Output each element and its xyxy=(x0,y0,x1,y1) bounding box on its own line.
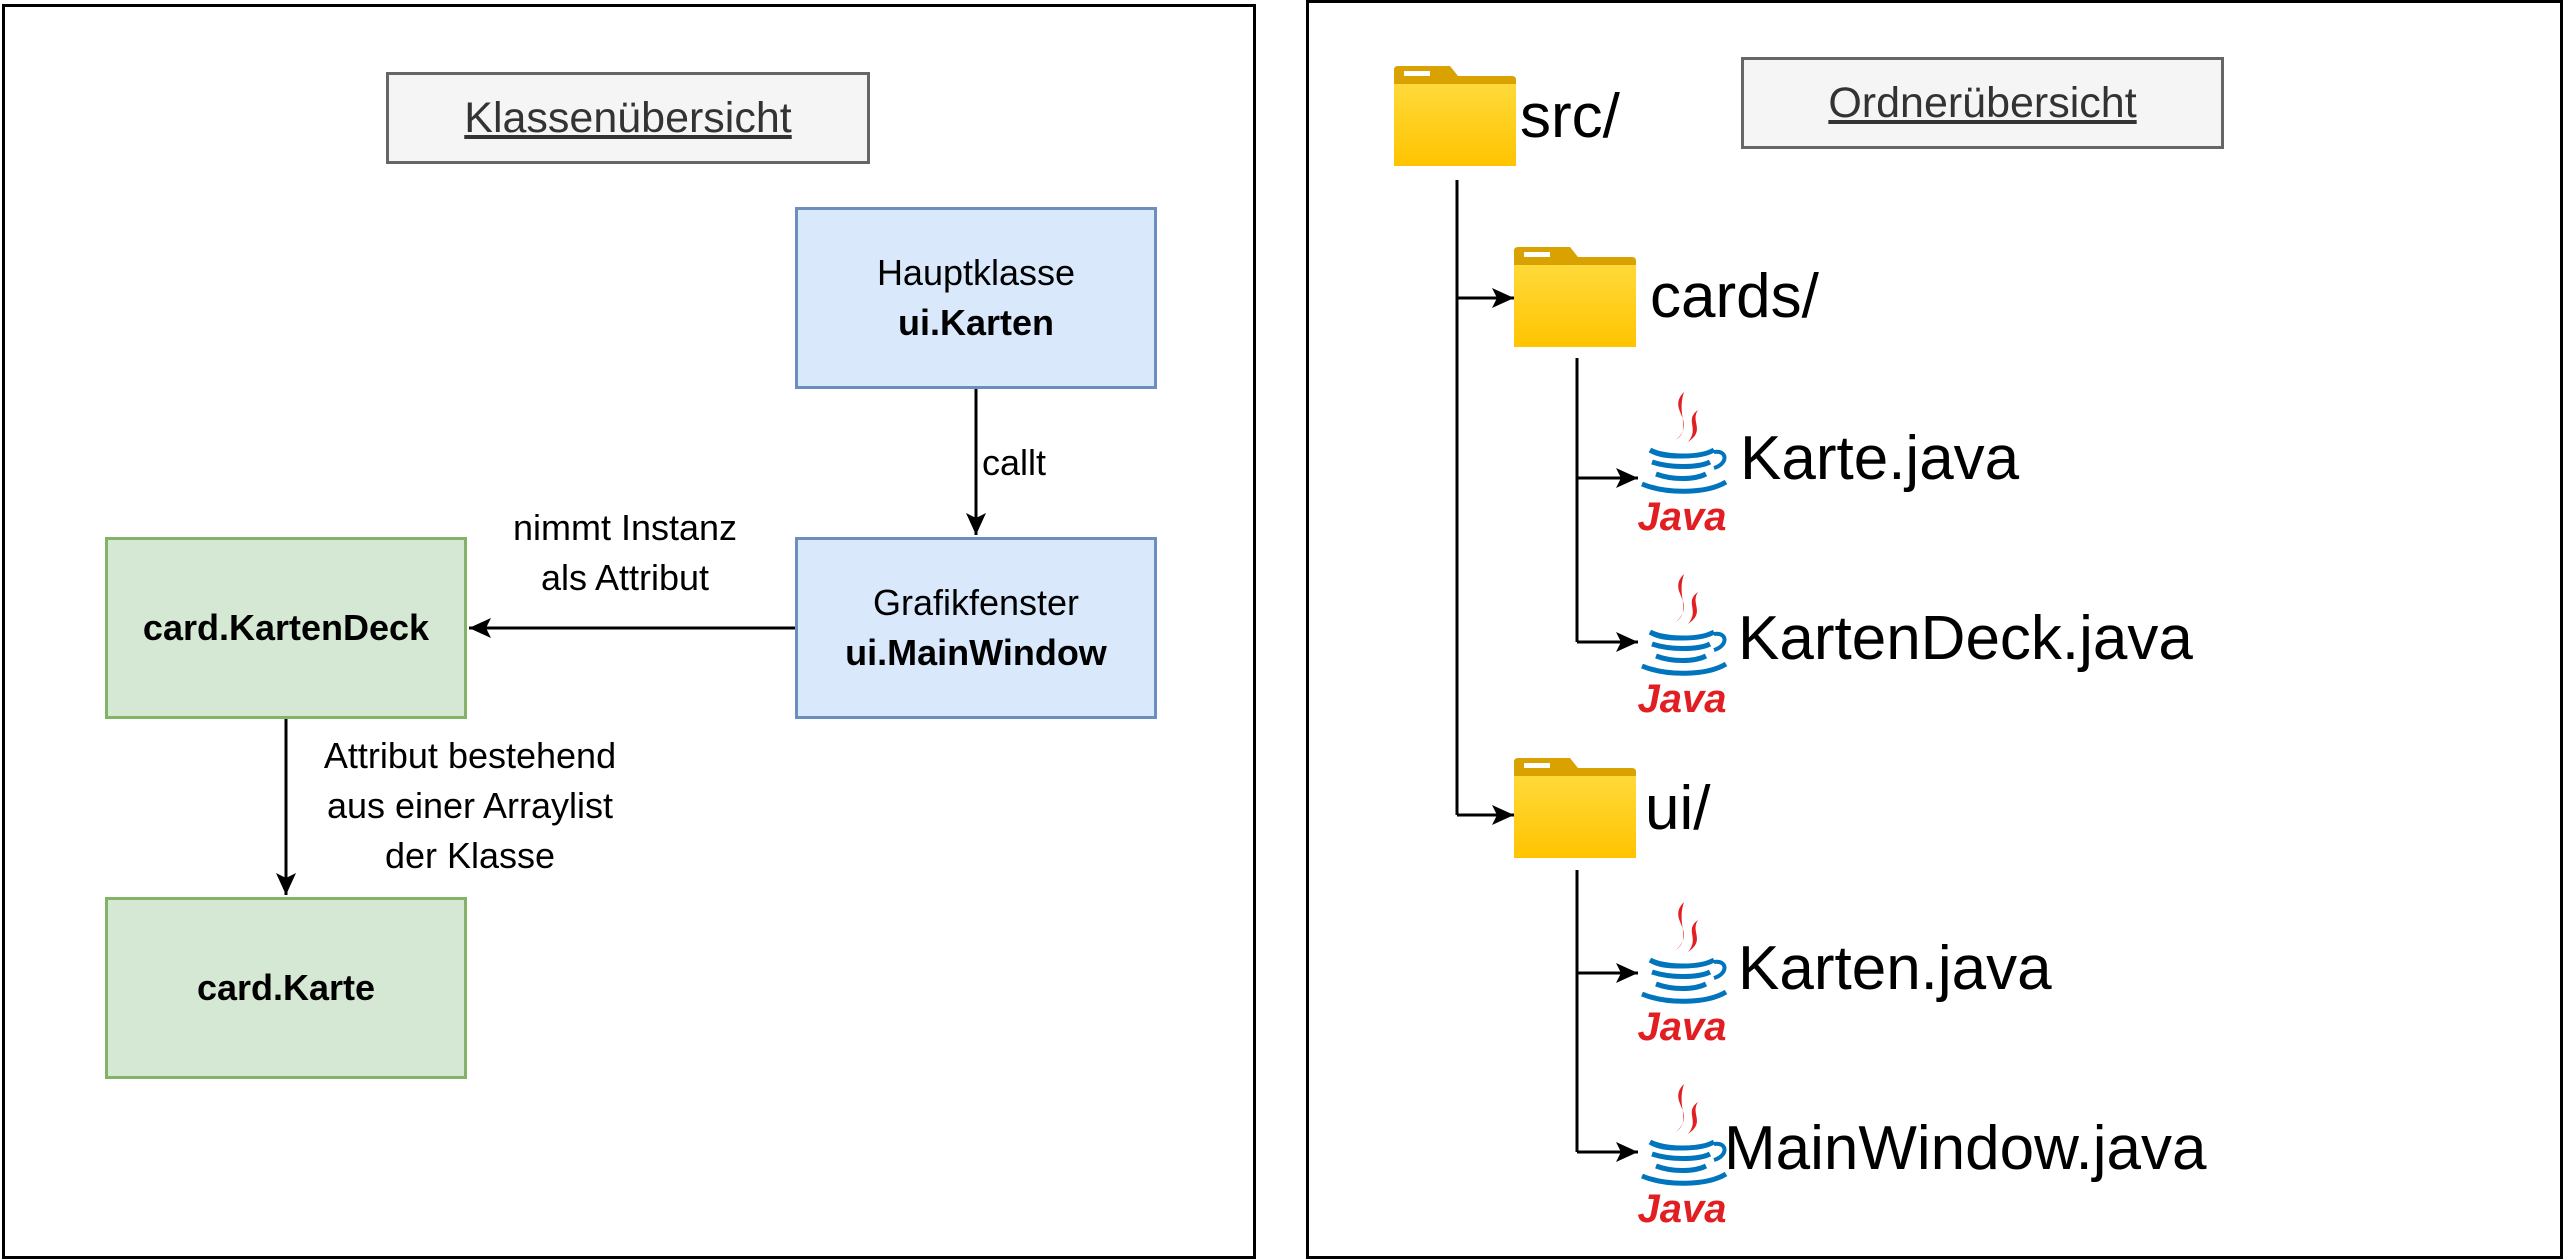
edge-label-instance-line1: nimmt Instanz xyxy=(512,507,738,548)
edge-label-instance: nimmt Instanz als Attribut xyxy=(495,503,755,603)
main-window-role: Grafikfenster xyxy=(872,582,1080,623)
main-class-node[interactable]: Hauptklasse ui.Karten xyxy=(795,207,1157,389)
java-icon: Java xyxy=(1636,898,1728,1049)
main-window-node[interactable]: Grafikfenster ui.MainWindow xyxy=(795,537,1157,719)
svg-text:Java: Java xyxy=(1638,1187,1727,1228)
folder-overview-panel xyxy=(1306,0,2563,1259)
class-overview-title: Klassenübersicht xyxy=(386,72,870,164)
edge-label-attribute: Attribut bestehend aus einer Arraylist d… xyxy=(300,731,640,881)
edge-label-calls: callt xyxy=(982,442,1047,483)
folder-icon xyxy=(1514,758,1636,858)
tree-file-karten-java[interactable]: Karten.java xyxy=(1738,934,2052,1003)
svg-text:Java: Java xyxy=(1638,495,1727,536)
karte-name: card.Karte xyxy=(196,967,376,1008)
java-icon: Java xyxy=(1636,1080,1728,1231)
tree-folder-cards[interactable]: cards/ xyxy=(1650,262,1819,331)
java-icon: Java xyxy=(1636,570,1728,721)
karte-node[interactable]: card.Karte xyxy=(105,897,467,1079)
tree-root-src[interactable]: src/ xyxy=(1520,82,1620,151)
tree-file-kartendeck-java[interactable]: KartenDeck.java xyxy=(1738,604,2193,673)
karten-deck-node[interactable]: card.KartenDeck xyxy=(105,537,467,719)
edge-label-attribute-line3: der Klasse xyxy=(384,835,556,876)
edge-label-instance-line2: als Attribut xyxy=(540,557,710,598)
tree-folder-ui[interactable]: ui/ xyxy=(1645,774,1711,843)
main-class-name: ui.Karten xyxy=(897,302,1055,343)
edge-label-attribute-line2: aus einer Arraylist xyxy=(326,785,614,826)
karten-deck-name: card.KartenDeck xyxy=(142,607,430,648)
svg-text:Java: Java xyxy=(1638,677,1727,718)
folder-overview-title: Ordnerübersicht xyxy=(1741,57,2224,149)
svg-text:Java: Java xyxy=(1638,1005,1727,1046)
edge-label-attribute-line1: Attribut bestehend xyxy=(323,735,617,776)
java-icon: Java xyxy=(1636,388,1728,539)
tree-file-karte-java[interactable]: Karte.java xyxy=(1740,424,2020,493)
folder-icon xyxy=(1514,247,1636,347)
folder-icon xyxy=(1394,66,1516,166)
main-class-role: Hauptklasse xyxy=(876,252,1076,293)
main-window-name: ui.MainWindow xyxy=(845,632,1107,673)
tree-file-mainwindow-java[interactable]: MainWindow.java xyxy=(1724,1114,2207,1183)
